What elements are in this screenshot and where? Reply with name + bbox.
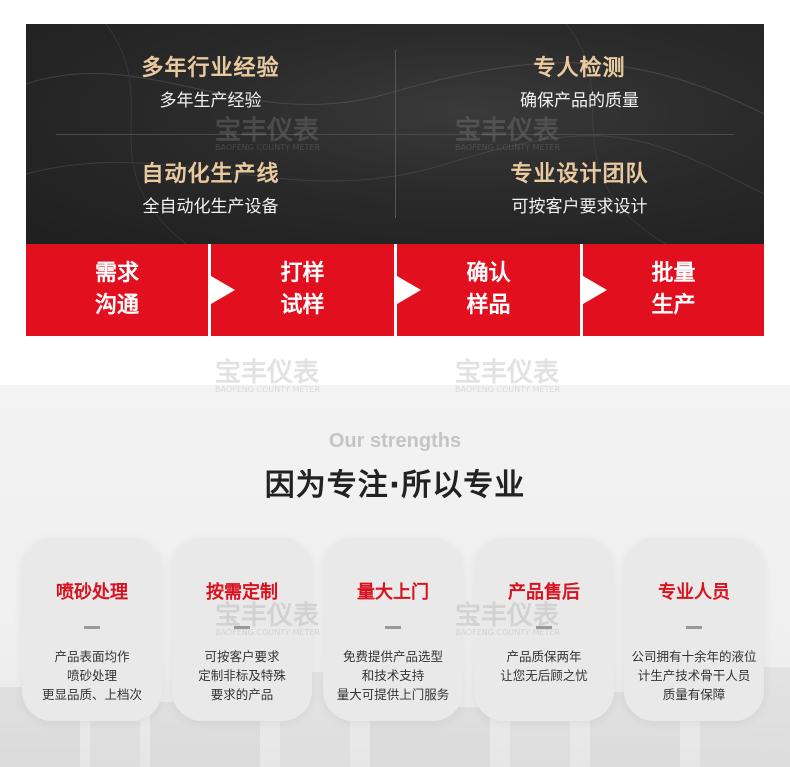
section-heading: 因为专注·所以专业: [264, 468, 526, 503]
section-subtitle-en: Our strengths: [328, 430, 462, 452]
step-label-line2: 样品: [466, 293, 511, 318]
card-line: 计生产技术骨干人员: [637, 668, 751, 683]
card-line: 产品质保两年: [506, 649, 582, 664]
strength-card-custom: 按需定制 可按客户要求 定制非标及特殊 要求的产品: [172, 538, 312, 721]
step-mass-production: 批量 生产: [583, 244, 764, 336]
card-line: 喷砂处理: [66, 668, 117, 683]
strength-card-onsite: 量大上门 免费提供产品选型 和技术支持 量大可提供上门服务: [323, 538, 463, 721]
step-label-line2: 沟通: [94, 293, 139, 318]
feature-inspection: 专人检测 确保产品的质量: [395, 54, 764, 114]
card-line: 定制非标及特殊: [198, 668, 286, 683]
card-line: 和技术支持: [361, 668, 425, 683]
card-line: 产品表面均作: [54, 649, 130, 664]
feature-design-team: 专业设计团队 可按客户要求设计: [395, 160, 764, 220]
card-title: 按需定制: [206, 582, 278, 603]
card-description: 免费提供产品选型 和技术支持 量大可提供上门服务: [323, 647, 463, 704]
card-line: 免费提供产品选型: [342, 649, 443, 664]
features-panel: 多年行业经验 多年生产经验 专人检测 确保产品的质量 自动化生产线 全自动化生产…: [26, 24, 764, 244]
card-line: 让您无后顾之忧: [500, 668, 588, 683]
feature-title: 自动化生产线: [141, 162, 280, 187]
feature-subtitle: 多年生产经验: [159, 91, 262, 111]
card-description: 可按客户要求 定制非标及特殊 要求的产品: [172, 647, 312, 704]
strength-card-staff: 专业人员 公司拥有十余年的液位 计生产技术骨干人员 质量有保障: [624, 538, 764, 721]
strengths-section: Our strengths 因为专注·所以专业 喷砂处理 产品表面均作 喷砂处理…: [0, 385, 790, 767]
strength-card-aftersales: 产品售后 产品质保两年 让您无后顾之忧: [474, 538, 614, 721]
top-section: 多年行业经验 多年生产经验 专人检测 确保产品的质量 自动化生产线 全自动化生产…: [26, 24, 764, 336]
feature-subtitle: 全自动化生产设备: [142, 197, 279, 217]
card-description: 公司拥有十余年的液位 计生产技术骨干人员 质量有保障: [624, 647, 764, 704]
step-communication: 需求 沟通: [26, 244, 208, 336]
card-divider: [536, 626, 552, 629]
arrow-right-icon: [397, 276, 421, 304]
feature-title: 专业设计团队: [510, 162, 649, 187]
step-label-line2: 试样: [280, 293, 325, 318]
card-description: 产品表面均作 喷砂处理 更显品质、上档次: [22, 647, 162, 704]
feature-automation: 自动化生产线 全自动化生产设备: [26, 160, 395, 220]
card-line: 要求的产品: [210, 687, 274, 702]
card-title: 专业人员: [658, 582, 730, 603]
feature-title: 专人检测: [533, 56, 626, 81]
card-line: 量大可提供上门服务: [336, 687, 450, 702]
horizontal-divider: [56, 134, 734, 135]
card-line: 可按客户要求: [204, 649, 280, 664]
arrow-right-icon: [583, 276, 607, 304]
step-label-line1: 需求: [94, 261, 139, 286]
card-description: 产品质保两年 让您无后顾之忧: [474, 647, 614, 685]
card-divider: [234, 626, 250, 629]
strength-card-sandblasting: 喷砂处理 产品表面均作 喷砂处理 更显品质、上档次: [22, 538, 162, 721]
card-title: 产品售后: [508, 582, 580, 603]
feature-subtitle: 可按客户要求设计: [511, 197, 648, 217]
step-label-line1: 批量: [651, 261, 696, 286]
card-divider: [686, 626, 702, 629]
feature-title: 多年行业经验: [141, 56, 280, 81]
step-label-line1: 打样: [280, 261, 325, 286]
feature-experience: 多年行业经验 多年生产经验: [26, 54, 395, 114]
card-line: 公司拥有十余年的液位: [631, 649, 757, 664]
card-line: 质量有保障: [662, 687, 726, 702]
card-divider: [84, 626, 100, 629]
card-title: 喷砂处理: [56, 582, 128, 603]
card-title: 量大上门: [357, 582, 429, 603]
process-steps: 需求 沟通 打样 试样 确认 样品 批量 生产: [26, 244, 764, 336]
arrow-right-icon: [211, 276, 235, 304]
step-label-line2: 生产: [651, 293, 696, 318]
card-divider: [385, 626, 401, 629]
card-line: 更显品质、上档次: [41, 687, 142, 702]
step-confirm-sample: 确认 样品: [397, 244, 580, 336]
feature-subtitle: 确保产品的质量: [520, 91, 639, 111]
step-sampling: 打样 试样: [211, 244, 394, 336]
step-label-line1: 确认: [466, 261, 511, 286]
